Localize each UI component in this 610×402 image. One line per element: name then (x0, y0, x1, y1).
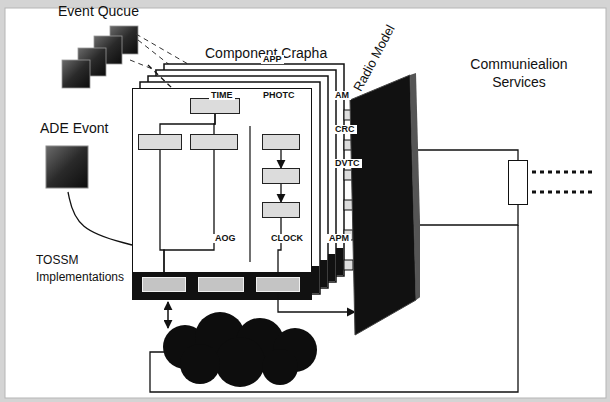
stacked-panels (132, 64, 344, 300)
connector (148, 65, 172, 88)
module-box: PHOTC (190, 134, 238, 150)
bus-box: APM (256, 277, 300, 292)
double-arrow (167, 302, 169, 328)
node-text: APM (327, 234, 351, 243)
event-queue-icons (62, 26, 138, 88)
connector (160, 114, 215, 134)
page-ground (5, 8, 606, 398)
connector (412, 150, 518, 160)
module-box: DVTC (262, 202, 300, 218)
node-text: CRC (333, 125, 357, 134)
module-box: TIME (138, 134, 182, 150)
component-panel: Component CraphaAPPTIMEPHOTCAMCRCDVTCAOG… (132, 88, 312, 300)
event-queue: Event Qucue (58, 3, 148, 91)
connector (214, 114, 215, 134)
node-text: TIME (209, 91, 235, 100)
node-text: CLOCK (269, 234, 305, 243)
connector (278, 218, 281, 277)
cloud (163, 312, 317, 387)
annotation-label: TOSSM Implementations (36, 252, 130, 286)
radio-slab: Radio Model (345, 20, 420, 340)
node-text: PHOTC (261, 91, 297, 100)
node-text: APP (261, 55, 284, 64)
event-source: ADE Evont (40, 120, 116, 192)
connector (68, 192, 132, 245)
node-text: ADE Evont (40, 120, 116, 137)
wires (150, 205, 518, 392)
event-icon (46, 146, 88, 188)
module-box: APP (190, 98, 240, 114)
node-text: AM (333, 91, 351, 100)
connector (278, 292, 355, 312)
node-text: AOG (213, 234, 238, 243)
connector (280, 150, 281, 168)
module-box: CRC (262, 168, 300, 184)
bus-box: AOG (142, 277, 186, 292)
bus-box: CLOCK (198, 277, 244, 292)
module-box: AM (262, 134, 300, 150)
node-text: Communiealion Services (462, 55, 576, 91)
node-text: DVTC (333, 159, 362, 168)
connector (280, 184, 281, 202)
node-text: Event Qucue (58, 3, 148, 20)
divider-line (249, 126, 250, 262)
connector (164, 150, 214, 277)
slab-shape (345, 20, 420, 340)
dotted-lines (532, 172, 592, 192)
service-box: Communiealion Services (508, 160, 528, 205)
